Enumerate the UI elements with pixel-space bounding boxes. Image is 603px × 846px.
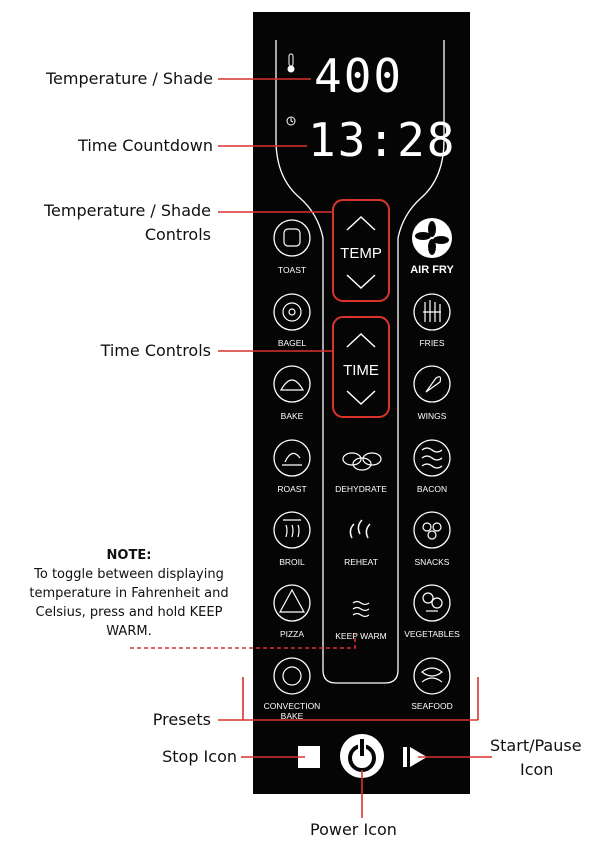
preset-fries[interactable]: FRIES <box>419 338 445 348</box>
time-up-arrow <box>346 332 376 348</box>
callout-start-pause-line2: Icon <box>520 760 554 779</box>
snacks-icon <box>413 511 451 549</box>
display-outline <box>275 40 445 684</box>
callout-time-controls: Time Controls <box>100 341 211 360</box>
callout-time-countdown: Time Countdown <box>78 136 213 155</box>
temperature-readout: 400 <box>314 49 404 103</box>
preset-convection-bake[interactable]: BAKE <box>280 711 304 721</box>
preset-snacks[interactable]: SNACKS <box>414 557 450 567</box>
callout-temp-shade-controls-line1: Temperature / Shade <box>43 201 211 220</box>
callout-temperature-shade: Temperature / Shade <box>45 69 213 88</box>
temp-down-arrow <box>346 274 376 290</box>
callout-presets: Presets <box>152 710 211 729</box>
function-dehydrate[interactable]: DEHYDRATE <box>335 484 387 494</box>
callout-power-icon: Power Icon <box>310 820 397 839</box>
time-control-highlight <box>332 316 390 418</box>
time-readout: 13:28 <box>308 113 457 167</box>
keep-warm-icon <box>352 600 370 618</box>
time-button[interactable]: TIME <box>343 362 379 379</box>
preset-wings[interactable]: WINGS <box>417 411 447 421</box>
function-reheat[interactable]: REHEAT <box>344 557 378 567</box>
preset-vegetables[interactable]: VEGETABLES <box>404 629 460 639</box>
note-box: NOTE: To toggle between displaying tempe… <box>10 546 248 641</box>
wings-icon <box>413 365 451 403</box>
function-keep-warm[interactable]: KEEP WARM <box>335 631 387 641</box>
temp-button[interactable]: TEMP <box>340 245 382 262</box>
seafood-icon <box>413 657 451 695</box>
bake-icon <box>273 365 311 403</box>
preset-toast[interactable]: TOAST <box>277 265 307 275</box>
thermometer-icon <box>287 53 295 73</box>
note-line-1: To toggle between displaying <box>34 567 224 582</box>
stop-icon <box>298 746 320 768</box>
note-line-2: temperature in Fahrenheit and <box>29 586 229 601</box>
clock-icon <box>286 116 296 126</box>
temp-control-highlight <box>332 199 390 302</box>
broil-icon <box>273 511 311 549</box>
bagel-icon <box>273 293 311 331</box>
callout-start-pause-line1: Start/Pause <box>490 736 582 755</box>
preset-bake[interactable]: BAKE <box>280 411 304 421</box>
callout-temp-shade-controls-line2: Controls <box>144 225 211 244</box>
vegetables-icon <box>413 584 451 622</box>
temp-up-arrow <box>346 215 376 231</box>
roast-icon <box>273 439 311 477</box>
note-line-4: WARM. <box>106 624 152 639</box>
pizza-icon <box>273 584 311 622</box>
time-down-arrow <box>346 390 376 406</box>
bacon-icon <box>413 439 451 477</box>
preset-seafood[interactable]: SEAFOOD <box>411 701 453 711</box>
preset-air-fry[interactable]: AIR FRY <box>410 264 454 276</box>
preset-bacon[interactable]: BACON <box>416 484 448 494</box>
note-line-3: Celsius, press and hold KEEP <box>35 605 223 620</box>
preset-convection[interactable]: CONVECTION <box>263 701 321 711</box>
dehydrate-icon <box>342 452 382 471</box>
toast-icon <box>273 219 311 257</box>
callout-stop-icon: Stop Icon <box>162 747 237 766</box>
convection-bake-icon <box>273 657 311 695</box>
preset-broil[interactable]: BROIL <box>279 557 305 567</box>
fries-icon <box>413 293 451 331</box>
preset-bagel[interactable]: BAGEL <box>277 338 307 348</box>
preset-pizza[interactable]: PIZZA <box>279 629 305 639</box>
air-fry-icon <box>412 218 452 258</box>
note-title: NOTE: <box>106 548 152 563</box>
preset-roast[interactable]: ROAST <box>277 484 307 494</box>
reheat-icon <box>349 519 371 539</box>
